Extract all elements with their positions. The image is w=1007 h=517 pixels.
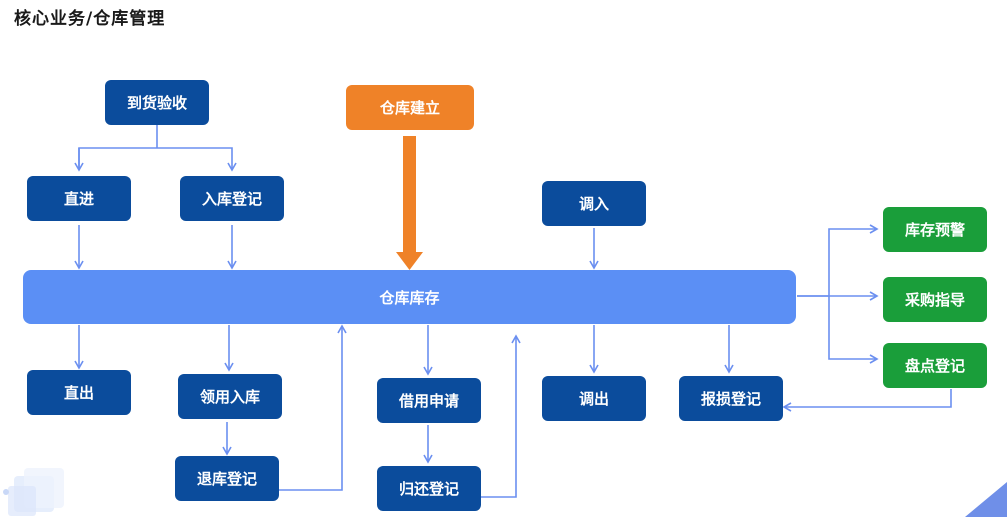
node-warehouse-setup[interactable]: 仓库建立 <box>346 85 474 130</box>
node-stock-in-register[interactable]: 入库登记 <box>180 176 284 221</box>
corner-illustration <box>3 468 64 516</box>
corner-triangle <box>965 482 1007 517</box>
node-scrap-register[interactable]: 报损登记 <box>679 376 783 421</box>
node-transfer-in[interactable]: 调入 <box>542 181 646 226</box>
connector-stocktake-scrap <box>782 389 952 412</box>
node-transfer-out[interactable]: 调出 <box>542 376 646 421</box>
node-borrow-request[interactable]: 借用申请 <box>377 378 481 423</box>
node-arrival-inspection[interactable]: 到货验收 <box>105 80 209 125</box>
node-direct-in[interactable]: 直进 <box>27 176 131 221</box>
node-purchase-guidance[interactable]: 采购指导 <box>883 277 987 322</box>
node-return-back-register[interactable]: 归还登记 <box>377 466 481 511</box>
connector-inventory-warning <box>797 224 879 297</box>
node-warehouse-inventory[interactable]: 仓库库存 <box>23 270 796 324</box>
node-return-register[interactable]: 退库登记 <box>175 456 279 501</box>
connector-return-back2-to-inventory <box>481 334 521 498</box>
page-title: 核心业务/仓库管理 <box>14 9 166 29</box>
connector-return-back-to-inventory <box>279 324 347 491</box>
node-direct-out[interactable]: 直出 <box>27 370 131 415</box>
node-stocktake-register[interactable]: 盘点登记 <box>883 343 987 388</box>
node-stock-warning[interactable]: 库存预警 <box>883 207 987 252</box>
connector-inventory-stocktake <box>828 296 879 364</box>
setup-arrow <box>396 136 423 270</box>
node-requisition-in[interactable]: 领用入库 <box>178 374 282 419</box>
connector-arrival-split <box>78 125 232 170</box>
